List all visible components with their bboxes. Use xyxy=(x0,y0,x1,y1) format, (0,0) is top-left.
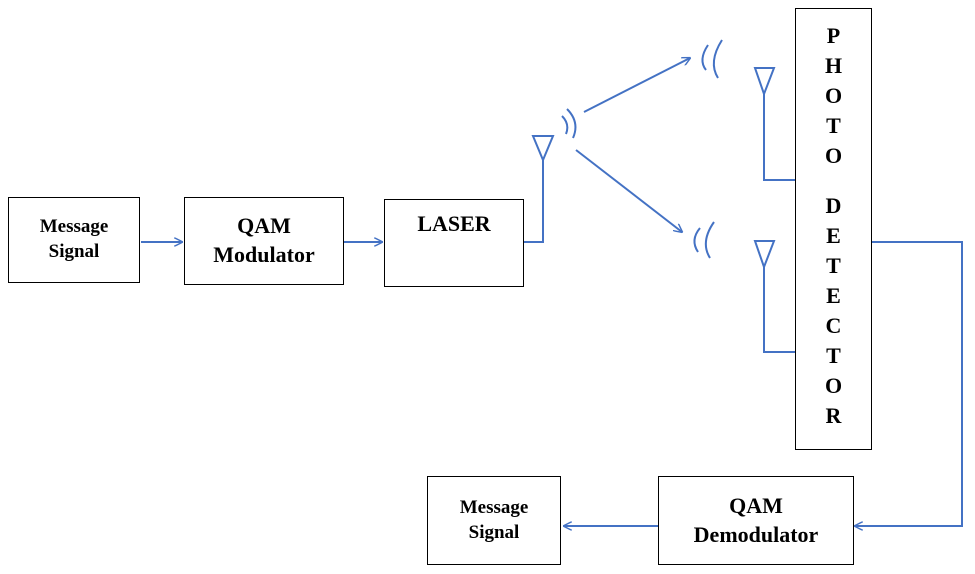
detector-letter: C xyxy=(825,313,842,338)
block-label-line1: Message xyxy=(39,216,109,238)
wire-lower-antenna-to-detector xyxy=(763,267,795,353)
qam-modulator-block: QAM Modulator xyxy=(184,197,344,285)
rx-antenna-lower-icon xyxy=(753,240,776,270)
rx-antenna-upper-icon xyxy=(753,67,776,97)
block-label-line1: QAM xyxy=(729,492,783,518)
block-label-line2: Modulator xyxy=(213,242,315,267)
beam-upper xyxy=(583,58,690,113)
detector-letter: O xyxy=(824,373,843,398)
message-signal-output-block: Message Signal xyxy=(427,476,561,565)
detector-letter: E xyxy=(826,223,841,248)
rx-wave-upper-icon-2 xyxy=(712,39,723,79)
tx-wave-icon-1 xyxy=(561,115,569,135)
rx-wave-lower-icon-2 xyxy=(704,221,715,259)
detector-letter: T xyxy=(826,113,841,138)
wire-detector-to-demodulator xyxy=(855,241,963,526)
block-label: LASER xyxy=(417,211,491,236)
wire-laser-to-antenna xyxy=(524,160,544,243)
detector-letter: T xyxy=(826,253,841,278)
detector-letter: R xyxy=(825,403,842,428)
rx-wave-lower-icon-1 xyxy=(693,227,701,253)
laser-block: LASER xyxy=(384,199,524,287)
detector-letter: P xyxy=(826,23,841,48)
message-signal-input-block: Message Signal xyxy=(8,197,140,283)
block-label-line2: Signal xyxy=(48,241,100,262)
beam-lower xyxy=(575,149,682,232)
detector-letter: H xyxy=(824,53,843,78)
tx-wave-icon-2 xyxy=(566,108,577,139)
tx-antenna-icon xyxy=(531,135,555,163)
block-label-line2: Signal xyxy=(468,521,520,543)
detector-letter: E xyxy=(826,283,841,308)
block-label-line1: Message xyxy=(459,496,529,518)
wire-upper-antenna-to-detector xyxy=(763,94,795,181)
qam-demodulator-block: QAM Demodulator xyxy=(658,476,854,565)
detector-letter: O xyxy=(824,83,843,108)
block-label-line2: Demodulator xyxy=(693,521,819,547)
detector-letter: T xyxy=(826,343,841,368)
rx-wave-upper-icon-1 xyxy=(701,44,709,71)
detector-letter: D xyxy=(825,193,842,218)
block-label-line1: QAM xyxy=(237,213,291,239)
detector-letter: O xyxy=(824,143,843,168)
